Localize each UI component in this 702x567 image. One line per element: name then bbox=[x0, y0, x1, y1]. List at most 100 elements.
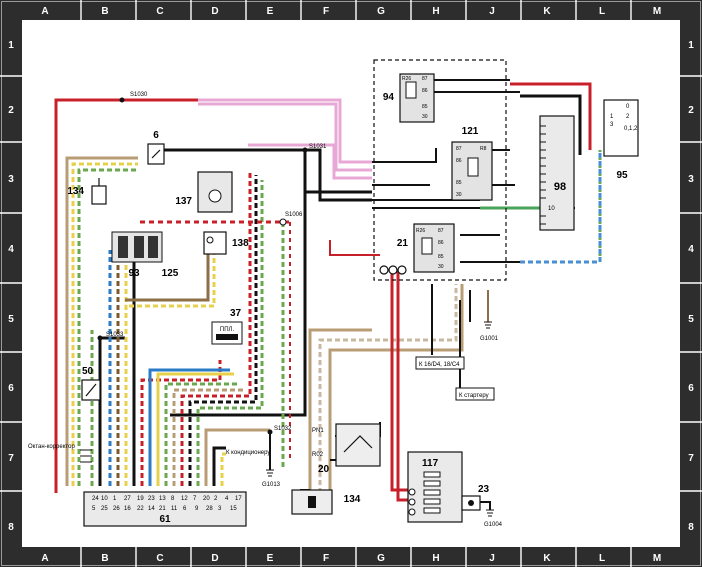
pin-bottom-9: 9 bbox=[195, 506, 199, 512]
col-label-l: L bbox=[599, 6, 605, 17]
sw95-pos-3: 3 bbox=[610, 122, 614, 128]
pin-bottom-4: 22 bbox=[137, 506, 144, 512]
label-g1001: G1001 bbox=[480, 336, 499, 342]
relay-121: 121 87 R8 86 85 30 bbox=[451, 126, 493, 201]
switch-95: 0 1 2 3 0,1,2 95 bbox=[603, 99, 639, 181]
sw95-pos-012: 0,1,2 bbox=[624, 126, 638, 132]
row-label-7: 7 bbox=[8, 453, 14, 464]
component-20: PN1 R02 20 bbox=[312, 423, 381, 475]
row-label-2: 2 bbox=[8, 105, 14, 116]
component-137: 137 bbox=[175, 171, 233, 213]
label-94: 94 bbox=[383, 92, 395, 103]
pin-bottom-12: 15 bbox=[230, 506, 237, 512]
label-21: 21 bbox=[397, 238, 409, 249]
pin-top-1: 10 bbox=[101, 496, 108, 502]
col-label-a: A bbox=[41, 6, 48, 17]
label-ppl: ППЛ. bbox=[220, 327, 235, 333]
row-label-5-right: 5 bbox=[688, 314, 694, 325]
col-label-m-bottom: M bbox=[653, 553, 661, 564]
notes: Октан-корректор К кондиционеру К 16/D4, … bbox=[28, 356, 495, 463]
label-s1031: S1031 bbox=[309, 144, 327, 150]
pin-bottom-10: 28 bbox=[206, 506, 213, 512]
col-label-g: G bbox=[377, 6, 385, 17]
pin-top-11: 2 bbox=[214, 496, 218, 502]
grounds: G1001 G1013 G1004 bbox=[262, 321, 503, 528]
label-s1030: S1030 bbox=[130, 92, 148, 98]
relay-94: 94 R26 87 86 85 30 bbox=[383, 73, 435, 123]
note-oktan: Октан-корректор bbox=[28, 444, 75, 450]
r21-pin-r26: R26 bbox=[416, 228, 425, 234]
col-label-f-bottom: F bbox=[323, 553, 329, 564]
col-label-e: E bbox=[267, 6, 274, 17]
row-label-6: 6 bbox=[8, 383, 14, 394]
label-117: 117 bbox=[422, 458, 439, 469]
row-label-2-right: 2 bbox=[688, 105, 694, 116]
col-label-l-bottom: L bbox=[599, 553, 605, 564]
col-label-h-bottom: H bbox=[432, 553, 439, 564]
pin-bottom-0: 5 bbox=[92, 506, 96, 512]
col-label-j: J bbox=[489, 6, 495, 17]
pin-bottom-11: 3 bbox=[218, 506, 222, 512]
component-134-bottom: 134 bbox=[291, 489, 361, 515]
col-label-g-bottom: G bbox=[377, 553, 385, 564]
col-label-b-bottom: B bbox=[101, 553, 108, 564]
row-label-1: 1 bbox=[8, 40, 14, 51]
row-label-3-right: 3 bbox=[688, 174, 694, 185]
component-50: 50 bbox=[81, 366, 101, 401]
component-138: 138 bbox=[203, 231, 249, 255]
connector-circles bbox=[379, 265, 407, 275]
row-label-1-right: 1 bbox=[688, 40, 694, 51]
row-label-5: 5 bbox=[8, 314, 14, 325]
row-label-8-right: 8 bbox=[688, 522, 694, 533]
pin-bottom-1: 25 bbox=[101, 506, 108, 512]
pin-bottom-7: 11 bbox=[171, 506, 178, 512]
pin-top-8: 12 bbox=[181, 496, 188, 502]
label-121: 121 bbox=[462, 126, 479, 137]
relay-21: 21 R26 87 86 85 30 bbox=[397, 223, 455, 273]
r21-pin-30: 30 bbox=[438, 264, 444, 270]
label-23: 23 bbox=[478, 484, 490, 495]
label-61: 61 bbox=[159, 514, 171, 525]
label-125: 125 bbox=[162, 268, 179, 279]
pin-top-10: 20 bbox=[203, 496, 210, 502]
r21-pin-87: 87 bbox=[438, 228, 444, 234]
col-label-a-bottom: A bbox=[41, 553, 48, 564]
pin-bottom-8: 6 bbox=[183, 506, 187, 512]
row-label-3: 3 bbox=[8, 174, 14, 185]
col-label-h: H bbox=[432, 6, 439, 17]
col-label-k-bottom: K bbox=[543, 553, 551, 564]
note-k16: К 16/D4, 18/C4 bbox=[419, 362, 460, 368]
component-61-connector: 61 24 10 1 27 19 23 13 8 12 7 20 2 4 17 … bbox=[83, 491, 247, 527]
label-20: 20 bbox=[318, 464, 330, 475]
label-98: 98 bbox=[554, 181, 566, 193]
r94-pin-85: 85 bbox=[422, 104, 428, 110]
r121-pin-85: 85 bbox=[456, 180, 462, 186]
wires bbox=[54, 79, 602, 510]
pin-top-4: 19 bbox=[137, 496, 144, 502]
fusebox-117: 117 bbox=[407, 451, 463, 523]
label-s1006: S1006 bbox=[285, 212, 303, 218]
component-134-sensor: 134 bbox=[67, 178, 107, 205]
label-pn1: PN1 bbox=[312, 428, 324, 434]
component-37: 37 ППЛ. bbox=[211, 308, 243, 345]
component-6: 6 bbox=[147, 130, 165, 165]
pin-bottom-5: 14 bbox=[148, 506, 155, 512]
label-s1033: S1033 bbox=[106, 332, 124, 338]
pin-top-2: 1 bbox=[113, 496, 117, 502]
col-label-k: K bbox=[543, 6, 551, 17]
label-s1032: S1032 bbox=[274, 426, 292, 432]
pin-bottom-3: 16 bbox=[124, 506, 131, 512]
col-label-c: C bbox=[156, 6, 163, 17]
col-label-c-bottom: C bbox=[156, 553, 163, 564]
col-label-m: M bbox=[653, 6, 661, 17]
r21-pin-85: 85 bbox=[438, 254, 444, 260]
sw95-pos-0: 0 bbox=[626, 104, 630, 110]
label-95: 95 bbox=[616, 170, 628, 181]
r121-pin-r8: R8 bbox=[480, 146, 487, 152]
r121-pin-87: 87 bbox=[456, 146, 462, 152]
label-138: 138 bbox=[232, 238, 249, 249]
label-137: 137 bbox=[175, 196, 192, 207]
label-6: 6 bbox=[153, 130, 159, 141]
